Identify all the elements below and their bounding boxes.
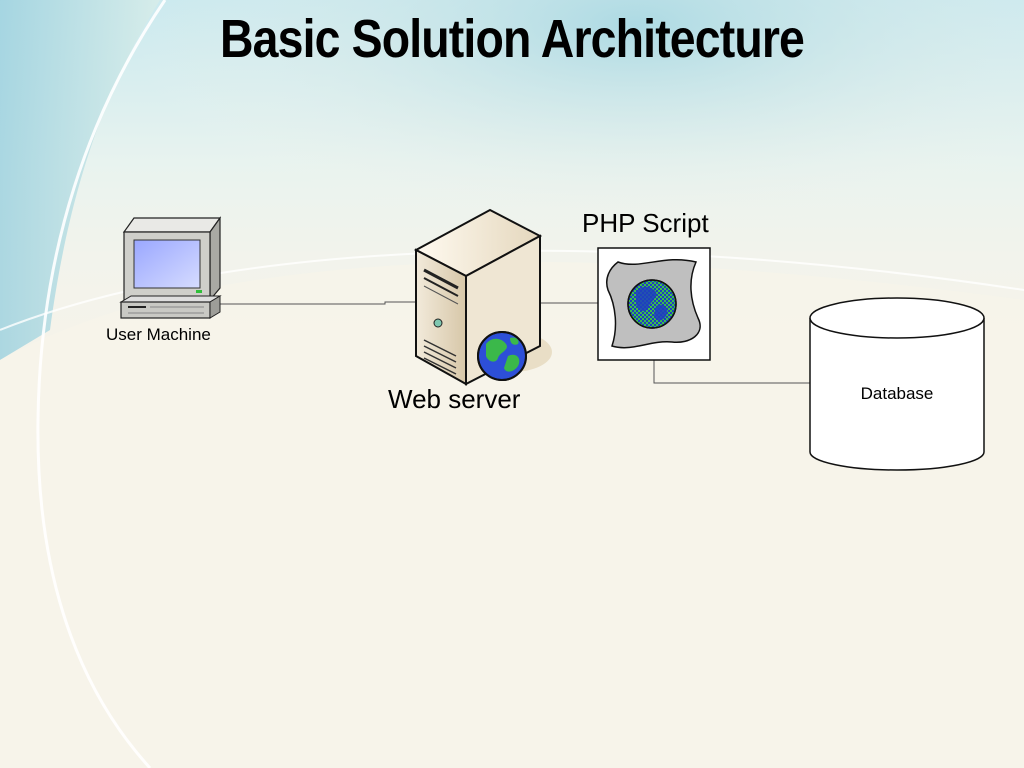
user-machine-label: User Machine [106,325,211,344]
slide-title: Basic Solution Architecture [219,9,805,69]
web-server-label: Web server [388,384,521,414]
database-label: Database [860,384,934,403]
database-cylinder [809,297,985,471]
connector-script-to-database [653,360,810,384]
script-globe-icon [597,247,711,361]
php-script-label: PHP Script [582,208,709,238]
connector-user-to-server [220,301,416,305]
computer-icon [119,216,222,319]
globe-icon [477,331,527,381]
